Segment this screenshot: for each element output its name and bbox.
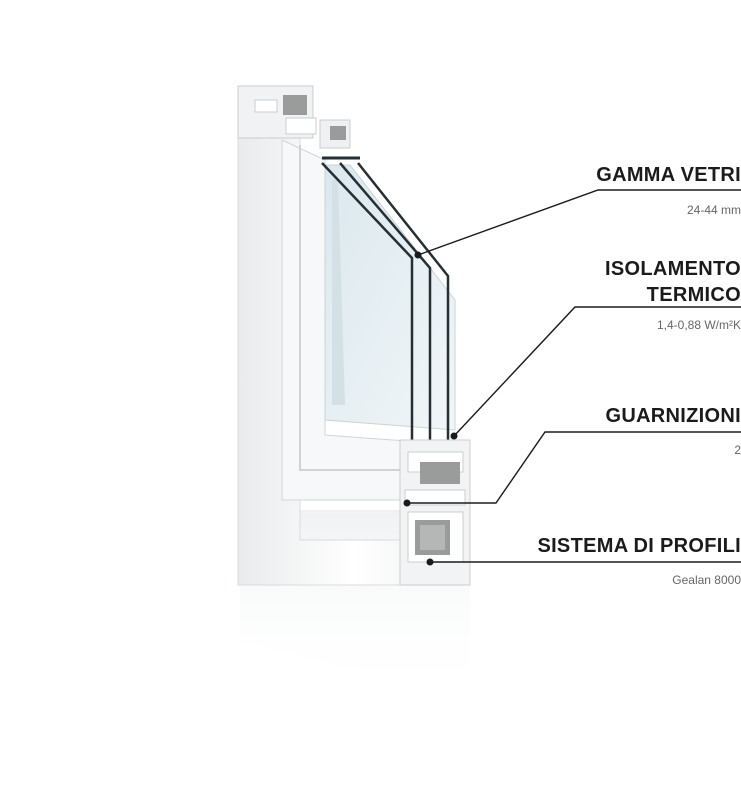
pane-edge-2 bbox=[339, 162, 432, 440]
leader-lines bbox=[407, 189, 741, 563]
label-value: 2 bbox=[734, 443, 741, 457]
pane-edge-3 bbox=[357, 162, 450, 440]
label-title: GAMMA VETRI bbox=[596, 164, 741, 186]
label-value: 24-44 mm bbox=[686, 203, 741, 217]
label-guarnizioni: GUARNIZIONI bbox=[605, 403, 741, 429]
label-title: GUARNIZIONI bbox=[605, 405, 741, 427]
label-gamma-vetri: GAMMA VETRI bbox=[596, 162, 741, 188]
dot-isolamento bbox=[450, 432, 458, 440]
label-title: ISOLAMENTO TERMICO bbox=[605, 258, 741, 306]
glass-interior bbox=[332, 180, 345, 405]
dot-sistema bbox=[426, 558, 434, 566]
glass-panel bbox=[324, 164, 456, 431]
leader-isolamento bbox=[453, 306, 741, 437]
pane-edge-1 bbox=[321, 162, 414, 440]
leader-guarnizioni bbox=[407, 431, 741, 504]
leader-gamma-vetri bbox=[417, 189, 741, 256]
label-title: SISTEMA DI PROFILI bbox=[537, 535, 741, 557]
leader-dots bbox=[403, 251, 458, 566]
dot-guarnizioni bbox=[403, 499, 411, 507]
label-value: 1,4-0,88 W/m²K bbox=[656, 318, 741, 332]
dot-gamma-vetri bbox=[414, 251, 422, 259]
label-value: Gealan 8000 bbox=[672, 573, 741, 587]
label-sistema-di-profili: SISTEMA DI PROFILI bbox=[537, 533, 741, 559]
label-isolamento-termico: ISOLAMENTO TERMICO bbox=[605, 256, 741, 308]
